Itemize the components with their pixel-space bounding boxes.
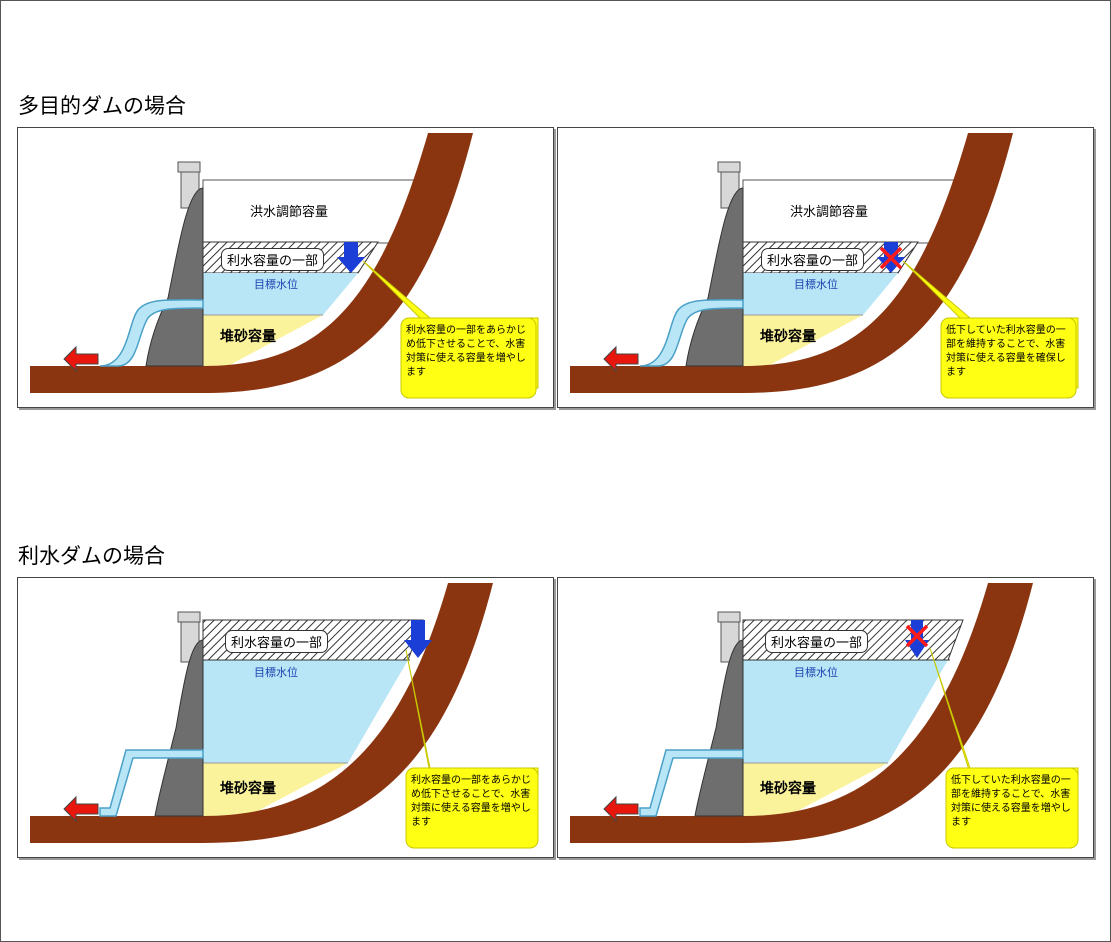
dam-body — [145, 187, 204, 367]
ground-bank — [30, 133, 473, 393]
outlet-pipe — [99, 749, 204, 817]
sediment-storage-label: 堆砂容量 — [220, 329, 276, 345]
water-zone — [743, 660, 948, 763]
partial-storage-label: 利水容量の一部 — [221, 248, 325, 271]
prevented-cross-icon — [879, 246, 903, 270]
flood-control-label: 洪水調節容量 — [790, 205, 869, 220]
ground-bank — [570, 133, 1013, 393]
dam-body — [694, 639, 744, 817]
ground-bank — [570, 583, 1033, 843]
dam-diagram — [570, 583, 1079, 849]
partial-storage-label: 利水容量の一部 — [225, 630, 329, 653]
lowering-arrow — [404, 620, 432, 658]
sedimentation-zone — [203, 315, 323, 366]
target-level-label: 目標水位 — [254, 278, 298, 291]
outflow-arrow — [603, 345, 639, 373]
ground-bank — [30, 583, 493, 843]
target-level-label: 目標水位 — [254, 666, 298, 679]
diagram-panel-multipurpose-lowering: 洪水調節容量 利水容量の一部 目標水位 堆砂容量 利水容量の一部をあらかじめ低下… — [17, 127, 554, 408]
callout-box — [940, 317, 1077, 399]
lowering-arrow — [337, 242, 365, 273]
sediment-storage-label: 堆砂容量 — [760, 781, 816, 797]
dam-body — [685, 187, 744, 367]
outflow-arrow — [63, 795, 99, 823]
water-zone — [203, 660, 408, 763]
spillway-flow — [639, 299, 744, 367]
callout-text: 利水容量の一部をあらかじめ低下させることで、水害対策に使える容量を増やします — [411, 775, 531, 828]
dam-crest — [177, 611, 201, 623]
sedimentation-zone — [743, 315, 863, 366]
callout-box — [405, 767, 539, 849]
dam-crest — [177, 161, 201, 173]
target-level-label: 目標水位 — [794, 666, 838, 679]
dam-crest — [717, 161, 741, 173]
outflow-arrow — [603, 795, 639, 823]
dam-crest — [717, 611, 741, 623]
dam-diagram — [30, 583, 539, 849]
callout-box — [945, 767, 1079, 849]
target-level-label: 目標水位 — [794, 278, 838, 291]
section-title-water-use: 利水ダムの場合 — [18, 544, 165, 568]
sedimentation-zone — [743, 763, 888, 816]
diagram-panel-multipurpose-maintain: 洪水調節容量 利水容量の一部 目標水位 堆砂容量 低下していた利水容量の一部を維… — [557, 127, 1094, 408]
callout-text: 低下していた利水容量の一部を維持することで、水害対策に使える容量を増やします — [951, 775, 1071, 828]
section-title-multipurpose: 多目的ダムの場合 — [18, 94, 186, 118]
dam-diagram — [570, 133, 1079, 399]
sediment-storage-label: 堆砂容量 — [220, 781, 276, 797]
prevented-cross-icon — [905, 624, 929, 648]
partial-storage-label: 利水容量の一部 — [761, 248, 865, 271]
callout-text: 利水容量の一部をあらかじめ低下させることで、水害対策に使える容量を増やします — [406, 325, 526, 378]
sediment-storage-label: 堆砂容量 — [760, 329, 816, 345]
callout-text: 低下していた利水容量の一部を維持することで、水害対策に使える容量を確保します — [946, 325, 1066, 378]
callout-box — [400, 317, 537, 399]
sedimentation-zone — [203, 763, 348, 816]
partial-storage-label: 利水容量の一部 — [765, 630, 869, 653]
spillway-flow — [99, 299, 204, 367]
outlet-pipe — [639, 749, 744, 817]
water-zone — [743, 273, 898, 315]
diagram-panel-wateruse-lowering: 利水容量の一部 目標水位 堆砂容量 利水容量の一部をあらかじめ低下させることで、… — [17, 577, 554, 858]
dam-body — [154, 639, 204, 817]
outflow-arrow — [63, 345, 99, 373]
flood-control-label: 洪水調節容量 — [250, 205, 329, 220]
diagram-panel-wateruse-maintain: 利水容量の一部 目標水位 堆砂容量 低下していた利水容量の一部を維持することで、… — [557, 577, 1094, 858]
water-zone — [203, 273, 358, 315]
